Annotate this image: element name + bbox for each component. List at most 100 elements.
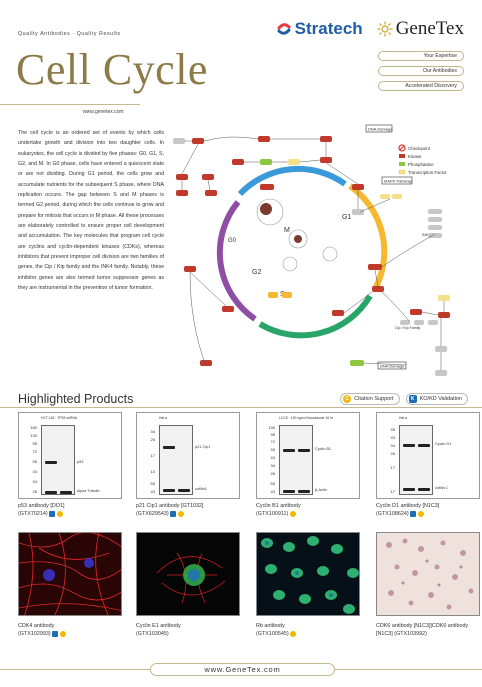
caption-rb[interactable]: Rb antibody (GTX100545) [256, 622, 297, 638]
title-divider [0, 104, 140, 105]
nav-accelerated-discovery[interactable]: Accelerated Discovery [378, 81, 464, 91]
citation-badge[interactable]: C Citation Support [340, 393, 400, 405]
citation-icon [59, 630, 66, 637]
blot-lanes [399, 425, 433, 495]
mw-label: 26 [390, 451, 395, 456]
cycle-arc-g2 [216, 200, 257, 322]
image-cyclin-e1[interactable] [136, 532, 240, 616]
image-cdk4[interactable] [18, 532, 122, 616]
diagram-legend: Checkpoint Kinase Phosphatase Transcript… [398, 144, 447, 175]
mw-label: 43 [32, 469, 37, 474]
box-mapk: MAPK Pathway [384, 179, 412, 184]
mw-label: 43 [270, 489, 275, 494]
caption-name: Cyclin E1 antibody [136, 623, 181, 629]
caption-cdk6[interactable]: CDK6 antibody [N1C3]|CDK6 antibody [N1C3… [376, 622, 480, 638]
logos: Stratech GeneTex [277, 18, 464, 40]
koko-badge[interactable]: K KO/KD Validation [405, 393, 468, 405]
legend-kinase: Kinase [408, 154, 422, 159]
mw-label: 17 [150, 453, 155, 458]
mw-label: 26 [150, 437, 155, 442]
caption-p53[interactable]: p53 antibody [DO1] (GTX70214) [18, 502, 64, 518]
mw-label: 180 [30, 425, 37, 430]
blot-loading-label: cofilin1 [195, 487, 207, 491]
caption-name: p21 Cip1 antibody [GT1032] [136, 503, 204, 509]
image-rb[interactable] [256, 532, 360, 616]
caption-cyclin-b1[interactable]: Cyclin B1 antibody (GTX100911) [256, 502, 301, 518]
blot-cyclin-b1[interactable]: LCC9 · 100 ng/ml Nocodazole 16 hr 130 95… [256, 412, 360, 499]
koko-icon [170, 510, 177, 517]
caption-cat: (GTX108624) [376, 511, 409, 517]
blot-header: LCC9 · 100 ng/ml Nocodazole 16 hr [279, 416, 334, 420]
image-cdk6[interactable] [376, 532, 480, 616]
caption-name: Rb antibody [256, 623, 285, 629]
genetex-logo[interactable]: GeneTex [377, 18, 464, 40]
caption-cat: (GTX100911) [256, 511, 289, 517]
nav-our-antibodies[interactable]: Our Antibodies [378, 66, 464, 76]
site-url-small[interactable]: www.genetex.com [83, 109, 124, 115]
caption-cat: (GTX102993) [18, 631, 51, 637]
phase-g1: G1 [342, 214, 351, 221]
blot-p53[interactable]: HCT-116 · TP53 shRNA 180 130 95 72 55 43… [18, 412, 122, 499]
citation-label: Citation Support [354, 396, 394, 402]
koko-label: KO/KD Validation [419, 396, 462, 402]
blot-cyclin-d1[interactable]: HeLa 55 43 34 26 17 17 Cyclin D1 cofilin… [376, 412, 480, 499]
mw-label: 72 [270, 439, 275, 444]
koko-icon: K [408, 395, 417, 403]
legend-transcription-factor: Transcription Factor [408, 170, 447, 175]
footer-line-left [0, 669, 150, 670]
blot-p21[interactable]: HeLa 34 26 17 10 55 43 p21 Cip1 cofilin1 [136, 412, 240, 499]
caption-cat: (GTX70214) [18, 511, 48, 517]
mw-label: 43 [150, 489, 155, 494]
genetex-sun-icon [377, 21, 393, 37]
mw-label: 72 [32, 449, 37, 454]
cell-cycle-diagram: M G1 S G2 G0 DNA Damage MAPK Pathway DNA… [173, 124, 450, 376]
blot-header: HeLa [159, 416, 168, 420]
caption-cyclin-e1[interactable]: Cyclin E1 antibody (GTX103045) [136, 622, 181, 638]
mw-label: 17 [390, 489, 395, 494]
citation-icon [56, 510, 63, 517]
caption-cdk4[interactable]: CDK4 antibody (GTX102993) [18, 622, 66, 638]
highlighted-divider [0, 407, 482, 408]
mw-label: 34 [390, 443, 395, 448]
citation-icon [417, 510, 424, 517]
caption-name: Cyclin B1 antibody [256, 503, 301, 509]
citation-icon: C [343, 395, 352, 403]
blot-loading-label: alpha Tubulin [77, 489, 100, 493]
footer-line-right [335, 669, 482, 670]
mw-label: 55 [270, 447, 275, 452]
legend-checkpoint: Checkpoint [408, 146, 431, 151]
mw-label: 130 [268, 425, 275, 430]
blot-target-label: Cyclin D1 [435, 442, 452, 446]
koko-icon [410, 510, 417, 517]
caption-p21[interactable]: p21 Cip1 antibody [GT1032] (GTX629543) [136, 502, 203, 518]
nav-your-expertise[interactable]: Your Expertise [378, 51, 464, 61]
blot-header: HCT-116 · TP53 shRNA [41, 416, 78, 420]
mw-label: 34 [270, 463, 275, 468]
blot-target-label: Cyclin B1 [315, 447, 332, 451]
phase-m: M [284, 227, 290, 234]
caption-name: p53 antibody [DO1] [18, 503, 65, 509]
box-dna-damage-top: DNA Damage [368, 127, 393, 132]
blot-loading-label: cofilin 1 [435, 486, 448, 490]
stratech-logo[interactable]: Stratech [277, 19, 363, 39]
label-cipkip: Cip / Kip Family [395, 326, 420, 330]
phase-g2: G2 [252, 269, 261, 276]
legend-phosphatase: Phosphatase [408, 162, 434, 167]
caption-name: CDK4 antibody [18, 623, 55, 629]
mitosis-chromatin [260, 203, 272, 215]
genetex-brand: GeneTex [395, 18, 464, 39]
mw-label: 10 [150, 469, 155, 474]
footer-url[interactable]: www.GeneTex.com [150, 663, 335, 676]
mw-label: 26 [32, 489, 37, 494]
mw-label: 17 [390, 465, 395, 470]
koko-icon [52, 630, 59, 637]
diagram-nodes [173, 136, 450, 376]
mw-label: 34 [150, 429, 155, 434]
mw-label: 55 [390, 427, 395, 432]
diagram-connectors [181, 136, 445, 370]
caption-cyclin-d1[interactable]: Cyclin D1 antibody [N1C3] (GTX108624) [376, 502, 439, 518]
caption-name: Cyclin D1 antibody [N1C3] [376, 503, 440, 509]
citation-icon [290, 630, 297, 637]
highlighted-title: Highlighted Products [18, 392, 134, 406]
citation-icon [177, 510, 184, 517]
